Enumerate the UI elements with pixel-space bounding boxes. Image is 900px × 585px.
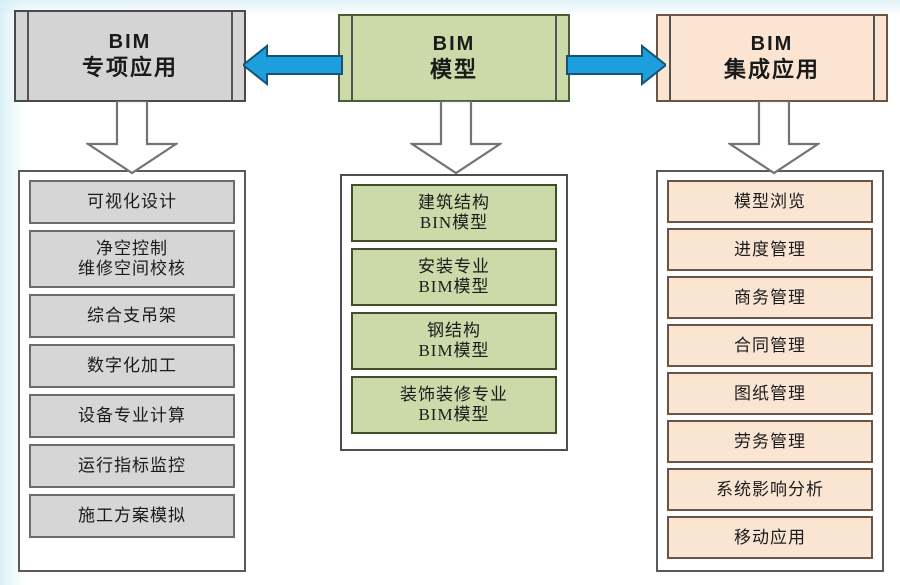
list-item-line1: 综合支吊架: [87, 306, 177, 326]
down-arrow-special-application: [86, 101, 178, 175]
list-item-line1: 系统影响分析: [716, 479, 824, 499]
list-item-line2: BIM模型: [418, 277, 490, 296]
list-item-text: 系统影响分析: [716, 480, 824, 500]
list-item[interactable]: 安装专业 BIM模型: [351, 248, 557, 306]
list-item-text: 可视化设计: [87, 192, 177, 212]
list-model: 建筑结构 BIN模型 安装专业 BIM模型 钢结构 BIM模型 装饰装修专业: [340, 174, 568, 451]
list-item[interactable]: 商务管理: [667, 276, 873, 319]
list-item-text: 合同管理: [734, 336, 806, 356]
list-item[interactable]: 劳务管理: [667, 420, 873, 463]
list-item-text: 劳务管理: [734, 432, 806, 452]
list-item[interactable]: 净空控制 维修空间校核: [29, 230, 235, 288]
list-item-line1: 净空控制: [96, 239, 168, 259]
down-arrow-model: [410, 101, 502, 175]
list-item-line2: BIM模型: [418, 341, 490, 360]
header-integrated-application-line2: 集成应用: [723, 57, 820, 83]
list-item-text: 移动应用: [734, 528, 806, 548]
list-item[interactable]: 移动应用: [667, 516, 873, 559]
list-item-text: 运行指标监控: [78, 456, 186, 476]
arrow-model-to-integrated-application: [566, 44, 666, 86]
list-item-line1: 设备专业计算: [78, 406, 186, 426]
list-item[interactable]: 装饰装修专业 BIM模型: [351, 376, 557, 434]
header-model-line2: 模型: [429, 57, 478, 83]
list-item-text: 进度管理: [734, 240, 806, 260]
list-item-line1: 图纸管理: [734, 383, 806, 403]
list-item[interactable]: 图纸管理: [667, 372, 873, 415]
list-item-line1: 可视化设计: [87, 192, 177, 212]
list-item[interactable]: 建筑结构 BIN模型: [351, 184, 557, 242]
list-item[interactable]: 合同管理: [667, 324, 873, 367]
list-item-text: 设备专业计算: [78, 406, 186, 426]
list-item-line1: 运行指标监控: [78, 456, 186, 476]
header-model-text: BIM 模型: [430, 33, 478, 84]
list-item[interactable]: 可视化设计: [29, 180, 235, 224]
list-item[interactable]: 模型浏览: [667, 180, 873, 223]
header-integrated-application[interactable]: BIM 集成应用: [656, 14, 888, 102]
list-item-line1: 数字化加工: [87, 356, 177, 376]
header-special-application[interactable]: BIM 专项应用: [14, 10, 246, 102]
list-item[interactable]: 设备专业计算: [29, 394, 235, 438]
list-item-line1: 装饰装修专业: [400, 385, 508, 405]
list-item-text: 商务管理: [734, 288, 806, 308]
list-item-text: 综合支吊架: [87, 306, 177, 326]
list-item-line1: 建筑结构: [418, 193, 490, 213]
header-integrated-application-line1: BIM: [750, 32, 794, 55]
list-item-line1: 合同管理: [734, 335, 806, 355]
header-model-line1: BIM: [432, 32, 476, 55]
list-item-text: 数字化加工: [87, 356, 177, 376]
list-item-line1: 安装专业: [418, 257, 490, 277]
list-item[interactable]: 数字化加工: [29, 344, 235, 388]
header-integrated-application-text: BIM 集成应用: [724, 33, 820, 84]
list-item-line2: BIN模型: [419, 213, 489, 232]
header-special-application-line1: BIM: [108, 30, 152, 53]
list-item-line1: 钢结构: [427, 321, 481, 341]
list-item-text: 图纸管理: [734, 384, 806, 404]
down-arrow-integrated-application: [728, 101, 820, 175]
list-item-line1: 模型浏览: [734, 191, 806, 211]
list-item-line1: 施工方案模拟: [78, 506, 186, 526]
header-special-application-text: BIM 专项应用: [82, 31, 178, 82]
list-item-line2: 维修空间校核: [78, 259, 186, 278]
list-item-line1: 商务管理: [734, 287, 806, 307]
list-item-line1: 劳务管理: [734, 431, 806, 451]
list-item-text: 建筑结构 BIN模型: [418, 193, 490, 232]
list-item-text: 模型浏览: [734, 192, 806, 212]
list-item[interactable]: 进度管理: [667, 228, 873, 271]
list-item-line1: 移动应用: [734, 527, 806, 547]
list-item-line2: BIM模型: [418, 405, 490, 424]
list-item[interactable]: 运行指标监控: [29, 444, 235, 488]
header-model[interactable]: BIM 模型: [338, 14, 570, 102]
list-item-text: 净空控制 维修空间校核: [78, 239, 186, 278]
list-special-application: 可视化设计 净空控制 维修空间校核 综合支吊架 数字化加工: [18, 170, 246, 572]
list-item[interactable]: 钢结构 BIM模型: [351, 312, 557, 370]
header-special-application-line2: 专项应用: [81, 55, 178, 81]
list-integrated-application: 模型浏览 进度管理 商务管理 合同管理 图纸管理: [656, 170, 884, 572]
list-item-line1: 进度管理: [734, 239, 806, 259]
list-item[interactable]: 施工方案模拟: [29, 494, 235, 538]
list-item-text: 装饰装修专业 BIM模型: [400, 385, 508, 424]
arrow-model-to-special-application: [243, 44, 343, 86]
list-item-text: 安装专业 BIM模型: [418, 257, 490, 296]
list-item[interactable]: 综合支吊架: [29, 294, 235, 338]
list-item[interactable]: 系统影响分析: [667, 468, 873, 511]
list-item-text: 施工方案模拟: [78, 506, 186, 526]
list-item-text: 钢结构 BIM模型: [418, 321, 489, 360]
